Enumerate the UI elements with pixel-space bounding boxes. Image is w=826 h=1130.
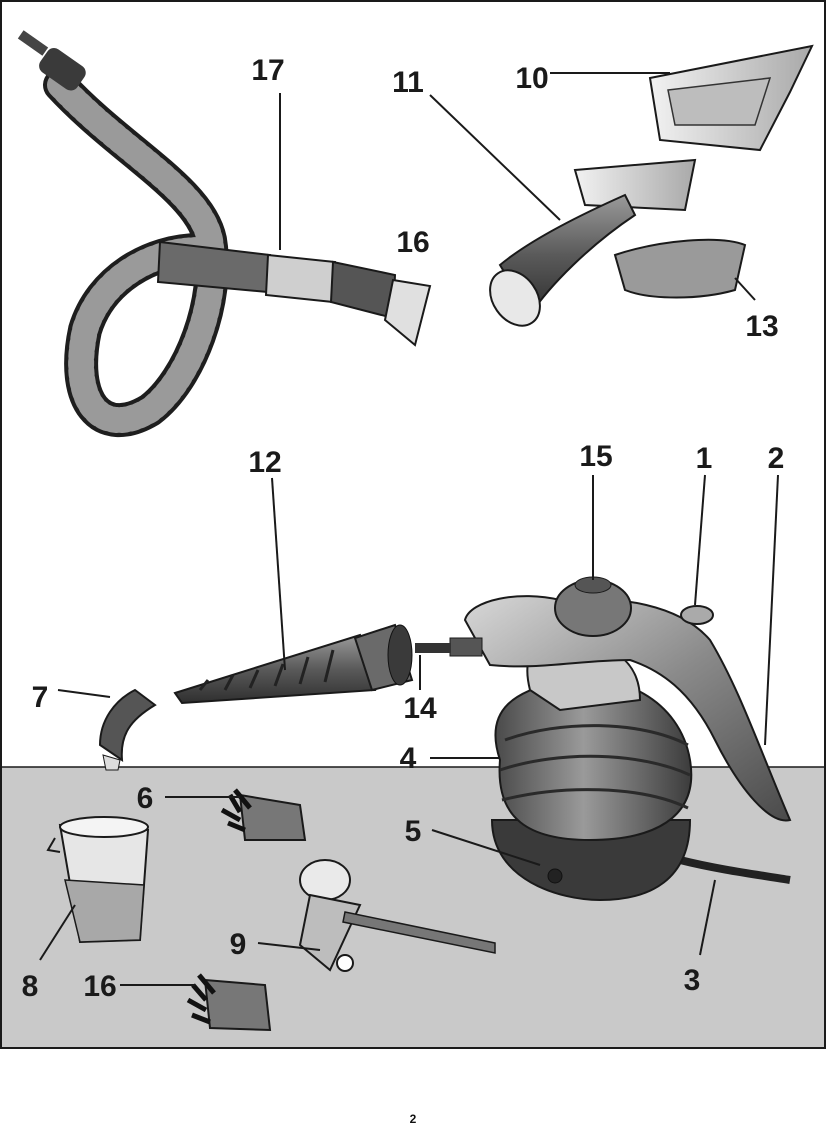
- brush-illustration-6: [220, 788, 307, 841]
- callout-15: 15: [579, 440, 612, 473]
- callout-9: 9: [230, 928, 247, 961]
- measuring-cup-illustration: [46, 816, 150, 944]
- callout-11: 11: [392, 66, 424, 99]
- callout-10: 10: [515, 62, 548, 95]
- callout-2: 2: [768, 442, 785, 475]
- funnel-illustration: [298, 859, 496, 972]
- callout-16-bottom: 16: [83, 970, 116, 1003]
- callout-labels: 17 11 10 16 13 12 15 1 2 7 14 4 6 5 9 8 …: [22, 54, 785, 1003]
- page-number: 2: [409, 1112, 417, 1126]
- callout-14: 14: [403, 692, 437, 725]
- callout-5: 5: [405, 815, 422, 848]
- window-tool-illustration: [489, 44, 814, 327]
- callout-3: 3: [684, 964, 701, 997]
- callout-6: 6: [137, 782, 154, 815]
- callout-13: 13: [745, 310, 778, 343]
- callout-12: 12: [248, 446, 281, 479]
- hose-illustration: [17, 30, 432, 438]
- callout-8: 8: [22, 970, 39, 1003]
- callout-16-top: 16: [396, 226, 429, 259]
- nozzle-illustration: [173, 623, 414, 705]
- callout-4: 4: [400, 742, 417, 775]
- angle-nozzle-illustration: [98, 688, 157, 771]
- leader-lines: [39, 72, 779, 986]
- callout-17: 17: [251, 54, 284, 87]
- callout-7: 7: [32, 681, 49, 714]
- callout-1: 1: [696, 442, 713, 475]
- steam-cleaner-illustration: [415, 576, 792, 902]
- brush-illustration-16: [186, 973, 272, 1032]
